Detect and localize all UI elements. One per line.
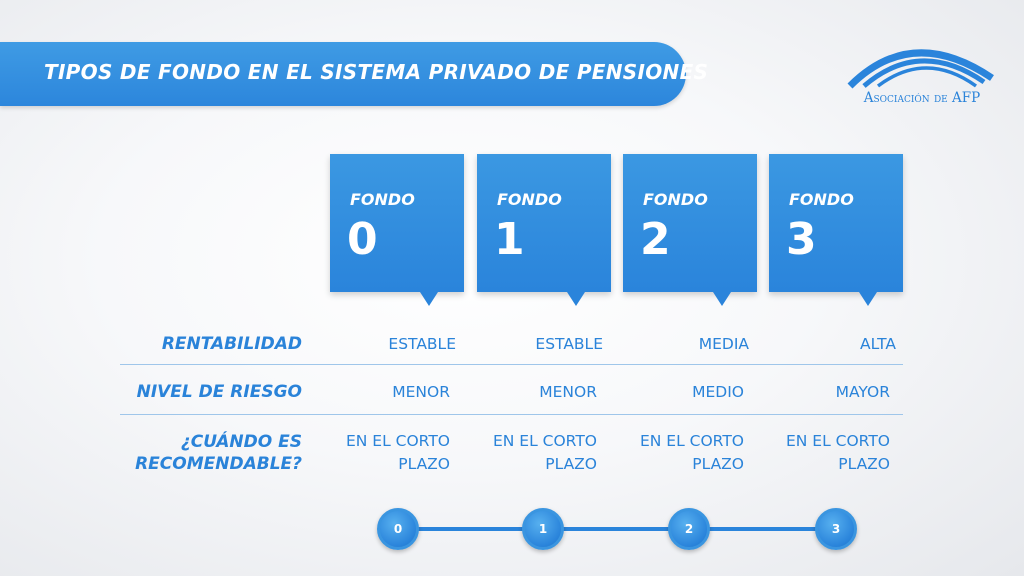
- fund-number: 3: [786, 214, 817, 265]
- cell-line2: PLAZO: [545, 455, 597, 473]
- fund-card-0: FONDO 0: [330, 154, 464, 306]
- timeline-line: [398, 527, 836, 531]
- timeline-dot-3[interactable]: 3: [815, 508, 857, 550]
- title-banner: TIPOS DE FONDO EN EL SISTEMA PRIVADO DE …: [0, 42, 708, 106]
- cell-line1: EN EL CORTO: [785, 432, 890, 450]
- row-label-line1: ¿CUÁNDO ES: [180, 432, 302, 452]
- fund-label: FONDO: [789, 190, 854, 209]
- fund-number: 1: [494, 214, 525, 265]
- fund-card-3: FONDO 3: [769, 154, 903, 306]
- cell-line1: EN EL CORTO: [639, 432, 744, 450]
- row-label-riesgo: NIVEL DE RIESGO: [136, 382, 302, 402]
- fund-number: 0: [347, 214, 378, 265]
- cell-riesgo-2: MEDIO: [692, 383, 744, 401]
- fund-card-1: FONDO 1: [477, 154, 611, 306]
- row-label-rentabilidad: RENTABILIDAD: [161, 334, 302, 354]
- cell-rentabilidad-2: MEDIA: [698, 335, 749, 353]
- row-label-recomendable: ¿CUÁNDO ES RECOMENDABLE?: [135, 431, 302, 475]
- cell-riesgo-3: MAYOR: [835, 383, 890, 401]
- timeline-dot-0[interactable]: 0: [377, 508, 419, 550]
- cell-riesgo-1: MENOR: [539, 383, 597, 401]
- cell-line2: PLAZO: [838, 455, 890, 473]
- cell-rentabilidad-0: ESTABLE: [388, 335, 456, 353]
- row-divider: [120, 364, 903, 365]
- fund-label: FONDO: [643, 190, 708, 209]
- row-divider: [120, 414, 903, 415]
- fund-card-2: FONDO 2: [623, 154, 757, 306]
- cell-recomendable-1: EN EL CORTO PLAZO: [493, 430, 597, 476]
- cell-line2: PLAZO: [398, 455, 450, 473]
- cell-recomendable-2: EN EL CORTO PLAZO: [640, 430, 744, 476]
- row-label-line2: RECOMENDABLE?: [135, 454, 302, 474]
- fund-number: 2: [640, 214, 671, 265]
- logo-text: Asociación de AFP: [863, 90, 981, 106]
- timeline-dot-2[interactable]: 2: [668, 508, 710, 550]
- arcs-logo-icon: [847, 49, 994, 89]
- afp-logo: Asociación de AFP: [842, 30, 1002, 120]
- page-title: TIPOS DE FONDO EN EL SISTEMA PRIVADO DE …: [44, 60, 709, 84]
- timeline-dot-1[interactable]: 1: [522, 508, 564, 550]
- cell-line1: EN EL CORTO: [492, 432, 597, 450]
- cell-recomendable-3: EN EL CORTO PLAZO: [786, 430, 890, 476]
- cell-recomendable-0: EN EL CORTO PLAZO: [346, 430, 450, 476]
- fund-label: FONDO: [497, 190, 562, 209]
- cell-line1: EN EL CORTO: [345, 432, 450, 450]
- cell-rentabilidad-3: ALTA: [860, 335, 896, 353]
- cell-rentabilidad-1: ESTABLE: [535, 335, 603, 353]
- fund-label: FONDO: [350, 190, 415, 209]
- cell-line2: PLAZO: [692, 455, 744, 473]
- cell-riesgo-0: MENOR: [392, 383, 450, 401]
